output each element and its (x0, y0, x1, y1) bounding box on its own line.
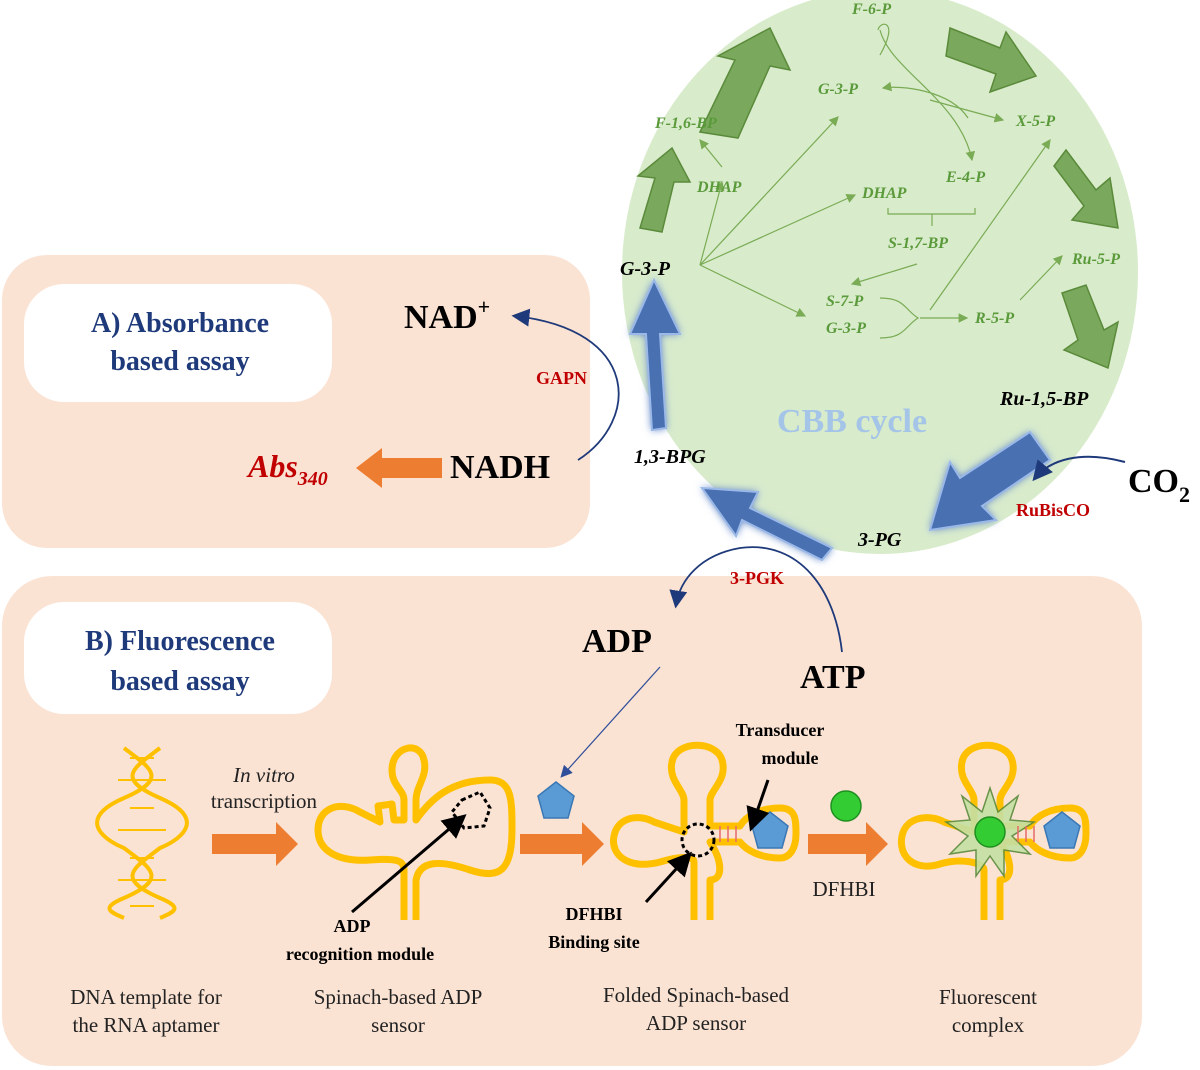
transducer-label-1: Transducer (736, 720, 825, 740)
abs-orange-arrow (356, 448, 442, 488)
caption-sensor-2: sensor (371, 1013, 425, 1037)
dfhbi-site-label-1: DFHBI (565, 904, 622, 924)
cbb-cycle-label: CBB cycle (777, 403, 927, 440)
met-3pg: 3-PG (857, 529, 902, 551)
unfolded-sensor (314, 744, 516, 920)
co2-arrow (1032, 455, 1126, 482)
met-f6p: F-6-P (851, 1, 891, 18)
green-arrow-5 (1061, 284, 1120, 370)
met-g3p-b: G-3-P (826, 320, 866, 337)
orange-arrow-1 (212, 822, 298, 866)
panel-a-title-line2: based assay (110, 346, 249, 377)
pgk-label: 3-PGK (730, 568, 784, 588)
caption-dna-2: the RNA aptamer (73, 1013, 220, 1037)
transducer-pointer (746, 779, 770, 832)
green-cycle-arrows (636, 26, 1120, 370)
adp-pentagon-free (537, 781, 575, 819)
green-arrow-1 (636, 146, 692, 233)
dfhbi-dot (830, 790, 862, 822)
orange-arrow-3 (808, 822, 888, 866)
caption-sensor-1: Spinach-based ADP (314, 985, 483, 1009)
panel-a-title-line1: A) Absorbance (91, 308, 269, 339)
transducer-stem-marks (719, 826, 737, 842)
met-g3p-main: G-3-P (620, 258, 671, 280)
green-arrow-3 (945, 26, 1038, 94)
co2-label: CO2 (1128, 463, 1190, 507)
complex-stem-marks (1017, 826, 1035, 842)
met-g3p-a: G-3-P (818, 81, 858, 98)
fluorescent-complex (897, 741, 1090, 920)
dfhbi-binding-site (680, 822, 716, 858)
gapn-label: GAPN (536, 368, 587, 388)
met-r5p: R-5-P (974, 310, 1014, 327)
caption-folded-2: ADP sensor (646, 1011, 746, 1035)
abs340-label: Abs340 (246, 448, 328, 490)
in-vitro-label: In vitro (232, 763, 295, 787)
caption-dna-1: DNA template for (70, 985, 222, 1009)
transducer-label-2: module (761, 748, 818, 768)
panel-b-title-line1: B) Fluorescence (85, 626, 275, 657)
green-arrow-2 (698, 26, 792, 139)
cbb-cycle-background (622, 0, 1138, 554)
blue-arrow-3pg (699, 486, 834, 562)
inner-reaction-lines (699, 23, 1063, 339)
met-e4p: E-4-P (945, 169, 985, 186)
dna-helix (95, 746, 189, 920)
adp-to-pentagon-arrow (560, 666, 661, 778)
rubisco-label: RuBisCO (1016, 500, 1090, 520)
orange-arrow-2 (520, 822, 604, 866)
green-arrow-4 (1053, 148, 1119, 229)
caption-folded-1: Folded Spinach-based (603, 983, 790, 1007)
adp-module-pointer (351, 814, 467, 914)
pgk-arrow (669, 546, 843, 653)
dfhbi-site-pointer (644, 851, 693, 904)
panel-a-title-box (24, 284, 332, 402)
blue-arrow-bpg (628, 277, 682, 432)
adp-pentagon-complex (1043, 811, 1081, 849)
adp-module-label-1: ADP (334, 916, 371, 936)
nad-plus-label: NAD+ (404, 294, 490, 336)
met-s7p: S-7-P (826, 293, 864, 310)
met-rubp: Ru-1,5-BP (999, 388, 1089, 410)
adp-module-label-2: recognition module (286, 944, 434, 964)
adp-label: ADP (582, 623, 652, 660)
met-x5p: X-5-P (1015, 113, 1055, 130)
folded-sensor (610, 741, 800, 920)
caption-complex-1: Fluorescent (939, 985, 1037, 1009)
met-bpg: 1,3-BPG (634, 446, 706, 468)
dfhbi-dot-bound (974, 816, 1006, 848)
met-ru5p: Ru-5-P (1071, 251, 1120, 268)
caption-complex-2: complex (952, 1013, 1025, 1037)
panel-b-title-box (24, 602, 332, 714)
adp-recognition-site (450, 790, 492, 830)
gapn-arrow (511, 308, 620, 461)
met-dhap-a: DHAP (696, 179, 742, 196)
met-dhap-b: DHAP (861, 185, 907, 202)
atp-label: ATP (800, 659, 865, 696)
panel-b-title-line2: based assay (110, 666, 249, 697)
dfhbi-label: DFHBI (812, 877, 875, 901)
transcription-label: transcription (211, 789, 318, 813)
met-s17bp: S-1,7-BP (888, 235, 948, 252)
nadh-label: NADH (450, 449, 550, 486)
dfhbi-site-label-2: Binding site (548, 932, 640, 952)
met-f16bp: F-1,6-BP (654, 115, 717, 132)
